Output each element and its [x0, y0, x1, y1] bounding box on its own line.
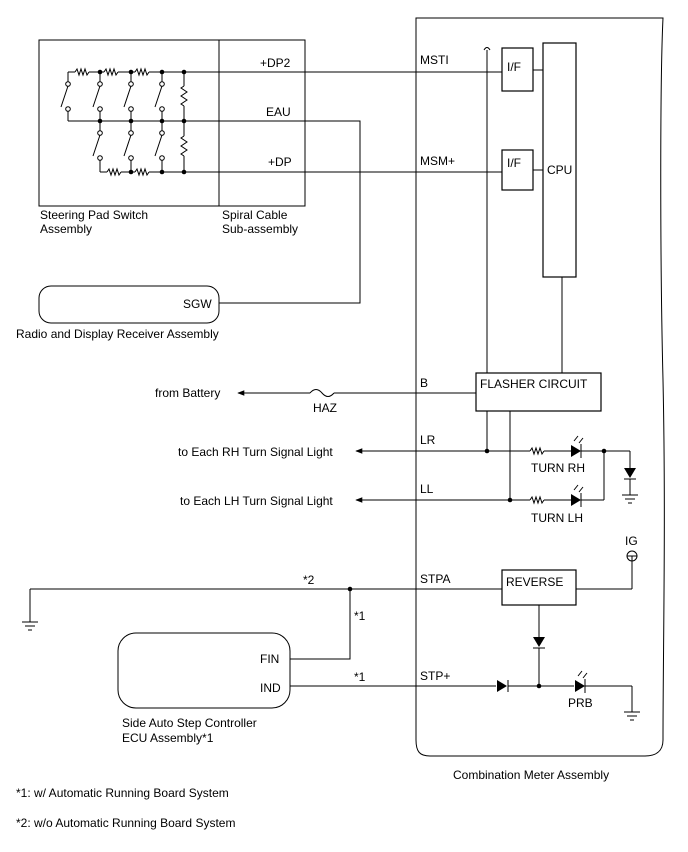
label-ll: LL — [420, 482, 434, 496]
side-step-ecu-box — [117, 632, 291, 709]
label-dp: +DP — [268, 155, 292, 169]
wire-fin — [290, 589, 351, 660]
haz-label: HAZ — [313, 401, 337, 415]
flasher-circuit-box — [475, 372, 602, 412]
spiral-cable-label: Spiral Cable — [222, 208, 288, 222]
radio-display-receiver-box — [38, 285, 220, 324]
if-label-1: I/F — [507, 60, 521, 74]
label-star2: *2 — [303, 573, 315, 587]
label-b: B — [420, 376, 428, 390]
fin-label: FIN — [260, 652, 279, 666]
battery-label: from Battery — [155, 386, 220, 400]
if-label-2: I/F — [507, 156, 521, 170]
note-1: *1: w/ Automatic Running Board System — [16, 786, 229, 800]
label-dp2: +DP2 — [260, 56, 291, 70]
spiral-cable-box — [218, 39, 306, 207]
stp-diode — [497, 680, 507, 692]
if-box-1 — [501, 47, 534, 92]
turn-rh-label: TURN RH — [531, 461, 585, 475]
label-msti: MSTI — [420, 53, 449, 67]
steering-pad-label: Steering Pad Switch — [40, 208, 148, 222]
cpu-label: CPU — [547, 163, 572, 177]
ground-diode — [622, 468, 638, 504]
rh-light-label: to Each RH Turn Signal Light — [178, 445, 333, 459]
combination-meter-outline — [415, 17, 665, 757]
steering-pad-switch-box — [38, 39, 220, 207]
radio-terminal-sgw: SGW — [183, 297, 212, 311]
turn-lh-label: TURN LH — [531, 511, 583, 525]
reverse-label: REVERSE — [506, 575, 563, 589]
ind-label: IND — [260, 681, 281, 695]
label-lr: LR — [420, 433, 436, 447]
lh-light-label: to Each LH Turn Signal Light — [180, 494, 333, 508]
prb-indicator — [575, 670, 640, 721]
reverse-box — [501, 569, 577, 606]
radio-label: Radio and Display Receiver Assembly — [16, 327, 219, 341]
label-star1-b: *1 — [354, 670, 366, 684]
label-ig: IG — [625, 534, 638, 548]
side-step-label: Side Auto Step Controller — [122, 716, 257, 730]
cpu-box — [542, 42, 577, 278]
flasher-label: FLASHER CIRCUIT — [480, 377, 588, 391]
switch-ladder — [60, 67, 188, 177]
haz-fuse — [309, 389, 335, 397]
turn-lh-indicator — [529, 448, 607, 507]
label-stp: STP+ — [420, 669, 450, 683]
wire-eau — [68, 120, 361, 304]
prb-label: PRB — [568, 696, 593, 710]
steering-pad-label-2: Assembly — [40, 222, 92, 236]
side-step-label-2: ECU Assembly*1 — [122, 731, 214, 745]
spiral-cable-label-2: Sub-assembly — [222, 222, 298, 236]
label-eau: EAU — [266, 105, 291, 119]
label-stpa: STPA — [420, 572, 450, 586]
label-star1-a: *1 — [354, 609, 366, 623]
note-2: *2: w/o Automatic Running Board System — [16, 816, 235, 830]
label-msm: MSM+ — [420, 154, 455, 168]
meter-label: Combination Meter Assembly — [453, 768, 609, 782]
